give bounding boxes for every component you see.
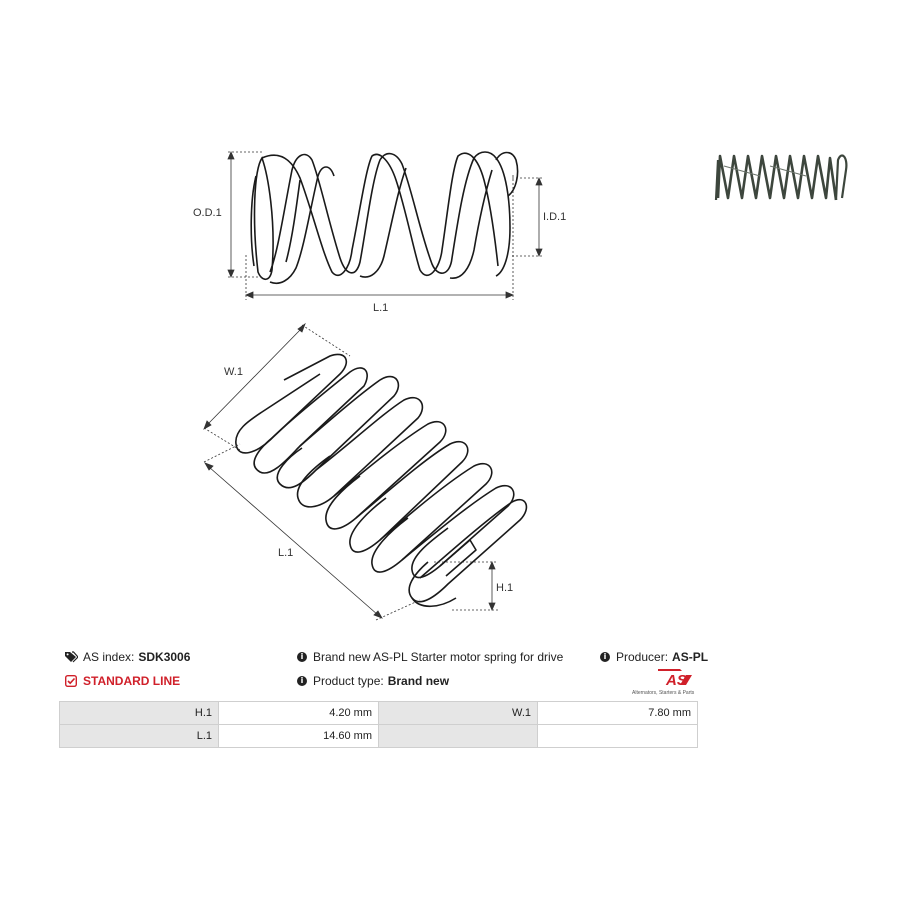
table-row: H.1 4.20 mm W.1 7.80 mm	[59, 701, 698, 725]
specs-table: H.1 4.20 mm W.1 7.80 mm L.1 14.60 mm	[59, 701, 698, 748]
logo-tagline: Alternators, Starters & Parts	[632, 690, 695, 696]
producer-label: Producer:	[616, 650, 669, 664]
spec-value	[537, 724, 698, 748]
side-length-label: L.1	[373, 302, 388, 314]
perspective-length-label: L.1	[278, 547, 293, 559]
description: i Brand new AS-PL Starter motor spring f…	[297, 650, 563, 664]
product-type: i Product type: Brand new	[297, 674, 449, 688]
spec-value: 14.60 mm	[218, 724, 379, 748]
description-text: Brand new AS-PL Starter motor spring for…	[313, 650, 564, 664]
product-type-label: Product type:	[313, 674, 384, 688]
standard-line-label: STANDARD LINE	[83, 674, 181, 688]
height-label: H.1	[496, 582, 513, 594]
producer-value: AS-PL	[672, 650, 709, 664]
logo-mark: AS	[658, 669, 692, 689]
product-photo	[714, 154, 848, 201]
spring-side-view	[250, 151, 519, 284]
spec-key	[378, 724, 538, 748]
side-view-dimensions	[227, 150, 543, 300]
tags-icon	[65, 651, 79, 663]
id-label: I.D.1	[543, 211, 566, 223]
spec-value: 4.20 mm	[218, 701, 379, 725]
info-icon: i	[297, 652, 307, 662]
as-pl-logo: AS Alternators, Starters & Parts	[628, 667, 703, 697]
product-type-value: Brand new	[387, 674, 450, 688]
perspective-view-dimensions	[203, 322, 498, 621]
info-icon: i	[297, 676, 307, 686]
standard-line: STANDARD LINE	[64, 674, 181, 688]
producer: i Producer: AS-PL	[600, 650, 708, 664]
info-icon: i	[600, 652, 610, 662]
spec-key: H.1	[59, 701, 219, 725]
spec-key: L.1	[59, 724, 219, 748]
od-label: O.D.1	[193, 207, 222, 219]
as-index-label: AS index:	[83, 650, 135, 664]
checkbox-checked-icon	[64, 674, 78, 688]
as-index: AS index: SDK3006	[65, 650, 190, 664]
spec-key: W.1	[378, 701, 538, 725]
table-row: L.1 14.60 mm	[59, 724, 698, 748]
spring-perspective-view	[235, 353, 528, 608]
technical-drawing: O.D.1 I.D.1 L.1 W.1 L.1 H.1	[193, 150, 848, 621]
as-index-value: SDK3006	[138, 650, 191, 664]
spec-value: 7.80 mm	[537, 701, 698, 725]
width-label: W.1	[224, 366, 243, 378]
